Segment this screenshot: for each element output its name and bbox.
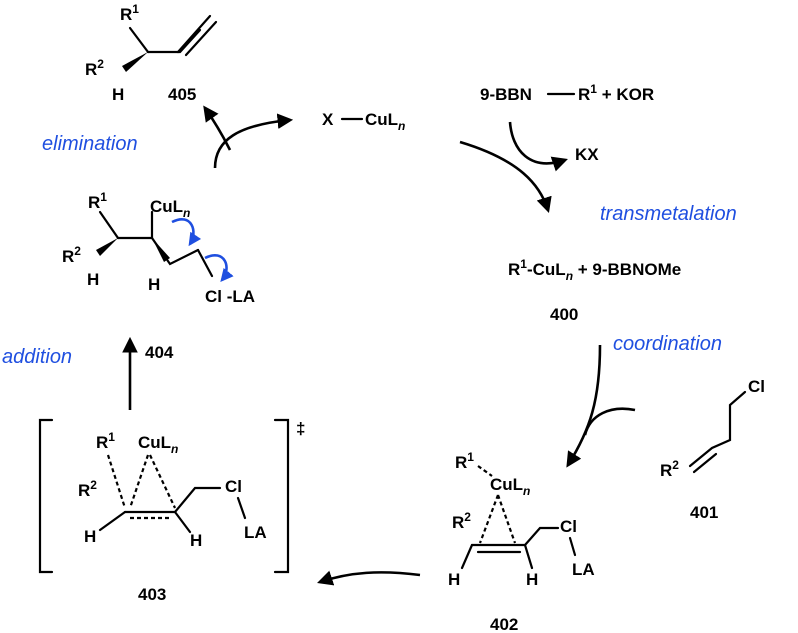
cl-label: Cl — [225, 477, 242, 496]
r2-label: R2 — [78, 478, 97, 500]
r2-label: R2 — [452, 510, 471, 532]
compound-404: R1 CuLn R2 H H Cl -LA 404 — [62, 190, 255, 362]
h-label: H — [112, 85, 124, 104]
left-bracket — [38, 418, 54, 574]
bbn-r1-label: R1 + KOR — [578, 82, 654, 104]
compound-400-label: 400 — [550, 305, 578, 324]
vinyl-double-bond — [176, 14, 218, 57]
compound-403: ‡ R1 CuLn R2 Cl LA H H 403 — [38, 418, 305, 604]
stereo-wedge — [152, 238, 170, 262]
curly-arrow-1 — [171, 218, 202, 247]
compound-404-label: 404 — [145, 343, 174, 362]
r1-label: R1 — [120, 2, 139, 24]
cl-label: Cl — [748, 377, 765, 396]
r1-label: R1 — [88, 190, 107, 212]
r1-label: R1 — [455, 450, 474, 472]
la-label: LA — [572, 560, 595, 579]
stereo-wedge — [96, 238, 118, 256]
la-label: LA — [244, 523, 267, 542]
double-bond — [692, 452, 718, 474]
right-bracket — [273, 418, 290, 574]
bond — [146, 28, 202, 54]
r2-label: R2 — [660, 458, 679, 480]
h-label: H — [526, 570, 538, 589]
step-elimination: elimination — [42, 133, 138, 155]
x-label: X — [322, 110, 334, 129]
bond — [116, 236, 200, 266]
kx-branch-arrow — [508, 121, 568, 172]
compound-401-label: 401 — [690, 503, 718, 522]
r2-label: R2 — [85, 57, 104, 79]
curly-arrow-2 — [204, 254, 234, 282]
coordination-branch-arrow — [583, 407, 636, 436]
cl-label: Cl — [560, 517, 577, 536]
compound-401: R2 Cl 401 — [660, 377, 765, 522]
stereo-wedge — [122, 52, 148, 72]
bbn-label: 9-BBN — [480, 85, 532, 104]
elimination-arrow — [213, 113, 294, 169]
transmetalation-arrow — [459, 140, 552, 213]
402-to-403-arrow — [317, 570, 421, 586]
bond — [470, 526, 560, 547]
bond — [460, 543, 534, 570]
bond — [98, 510, 192, 534]
bond — [123, 486, 222, 514]
dashed-ts-bonds — [106, 454, 176, 509]
h-label: H — [84, 527, 96, 546]
r2-label: R2 — [62, 244, 81, 266]
compound-402: R1 CuLn R2 Cl LA H H 402 — [448, 450, 595, 633]
bond — [128, 26, 150, 54]
h-label: H — [87, 270, 99, 289]
dashed-cu-alkene — [478, 494, 517, 544]
compound-403-label: 403 — [138, 585, 166, 604]
dashed-bond — [477, 465, 493, 477]
step-transmetalation: transmetalation — [600, 203, 737, 225]
cl-la-label: Cl -LA — [205, 287, 255, 306]
cul-label: CuLn — [490, 475, 530, 498]
x-cu-complex: X CuLn — [322, 110, 405, 133]
bbn-reagent: 9-BBN R1 + KOR — [480, 82, 654, 104]
elimination-branch-arrow — [203, 105, 232, 151]
bond — [236, 496, 247, 520]
bond — [688, 390, 747, 468]
ts-dagger: ‡ — [296, 419, 305, 438]
h-label: H — [148, 275, 160, 294]
compound-405-label: 405 — [168, 85, 196, 104]
bond — [98, 210, 120, 240]
cul-label: CuLn — [150, 197, 190, 220]
bond — [568, 536, 577, 557]
compound-402-label: 402 — [490, 615, 518, 633]
compound-400: R1-CuLn + 9-BBNOMe 400 — [508, 257, 681, 324]
h-label: H — [448, 570, 460, 589]
coordination-arrow — [566, 344, 602, 468]
kx-label: KX — [575, 145, 599, 164]
cul-label: CuLn — [365, 110, 405, 133]
r1-label: R1 — [96, 430, 115, 452]
h-label: H — [190, 531, 202, 550]
r1-cu-label: R1-CuLn + 9-BBNOMe — [508, 257, 681, 283]
bond — [196, 248, 214, 278]
step-coordination: coordination — [613, 333, 722, 355]
step-addition: addition — [2, 346, 72, 368]
cul-label: CuLn — [138, 433, 178, 456]
compound-405: R1 R2 H 405 — [85, 2, 218, 104]
